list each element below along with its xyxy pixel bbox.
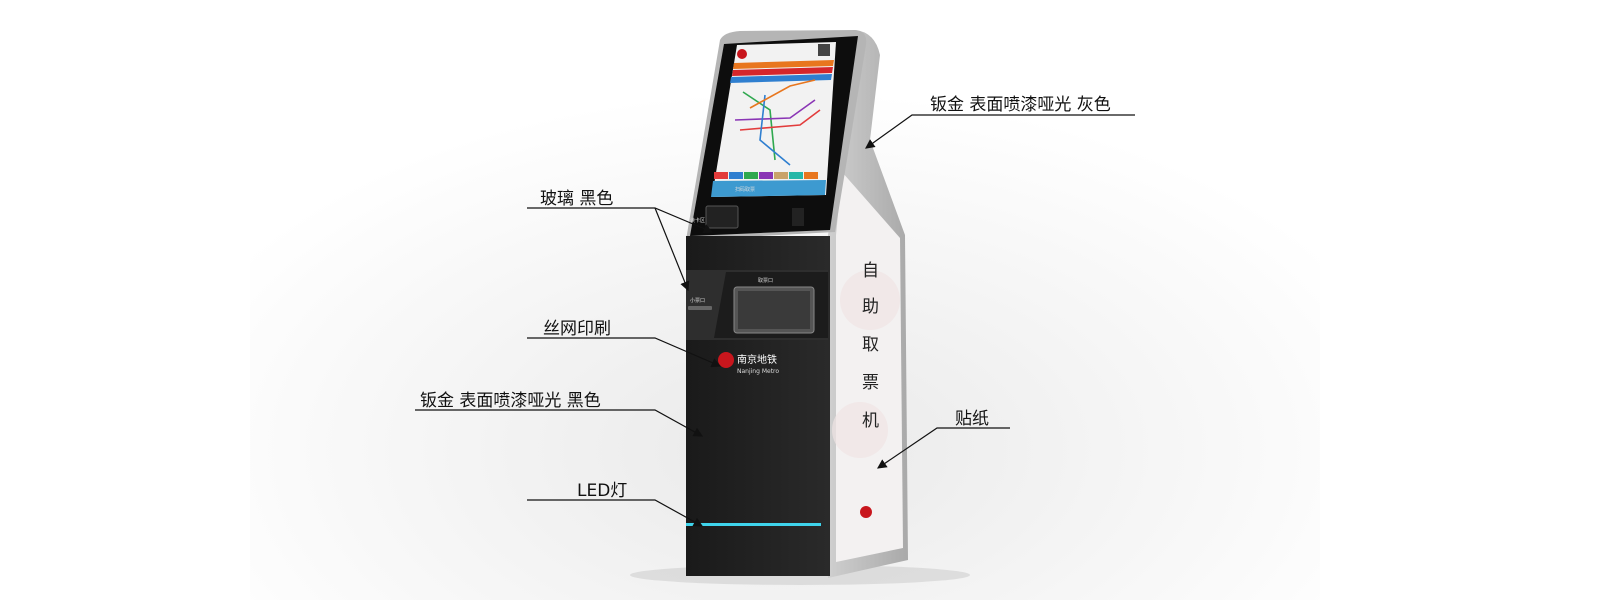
label-led: LED灯 — [577, 481, 628, 501]
svg-text:票: 票 — [862, 373, 879, 393]
svg-text:扫码取票: 扫码取票 — [735, 186, 755, 193]
svg-text:取: 取 — [862, 335, 879, 355]
card-reader — [705, 205, 739, 229]
side-sticker — [836, 172, 903, 562]
label-silk-screen: 丝网印刷 — [543, 319, 611, 339]
svg-text:小票口: 小票口 — [690, 297, 705, 304]
svg-text:助: 助 — [862, 297, 879, 317]
svg-text:读卡区: 读卡区 — [690, 217, 705, 224]
svg-text:南京地铁: 南京地铁 — [737, 353, 777, 366]
label-sticker: 贴纸 — [955, 409, 989, 429]
label-glass: 玻璃 黑色 — [540, 189, 614, 209]
line-buttons — [714, 172, 818, 179]
label-black-sheet-metal: 钣金 表面喷漆哑光 黑色 — [420, 391, 601, 411]
label-gray-sheet-metal: 钣金 表面喷漆哑光 灰色 — [930, 95, 1111, 115]
sticker-logo-icon — [860, 506, 872, 518]
side-text: 自 助 取 票 机 — [862, 261, 879, 431]
leader-lines — [415, 114, 1135, 527]
card-slot — [792, 208, 804, 226]
led-strip — [686, 523, 821, 526]
svg-text:自: 自 — [862, 261, 879, 281]
scan-ticket-button — [711, 180, 826, 197]
svg-text:Nanjing Metro: Nanjing Metro — [737, 368, 779, 375]
svg-text:取票口: 取票口 — [758, 278, 773, 284]
metro-logo-icon — [718, 352, 734, 368]
svg-text:机: 机 — [862, 411, 879, 431]
receipt-slot — [688, 306, 712, 310]
